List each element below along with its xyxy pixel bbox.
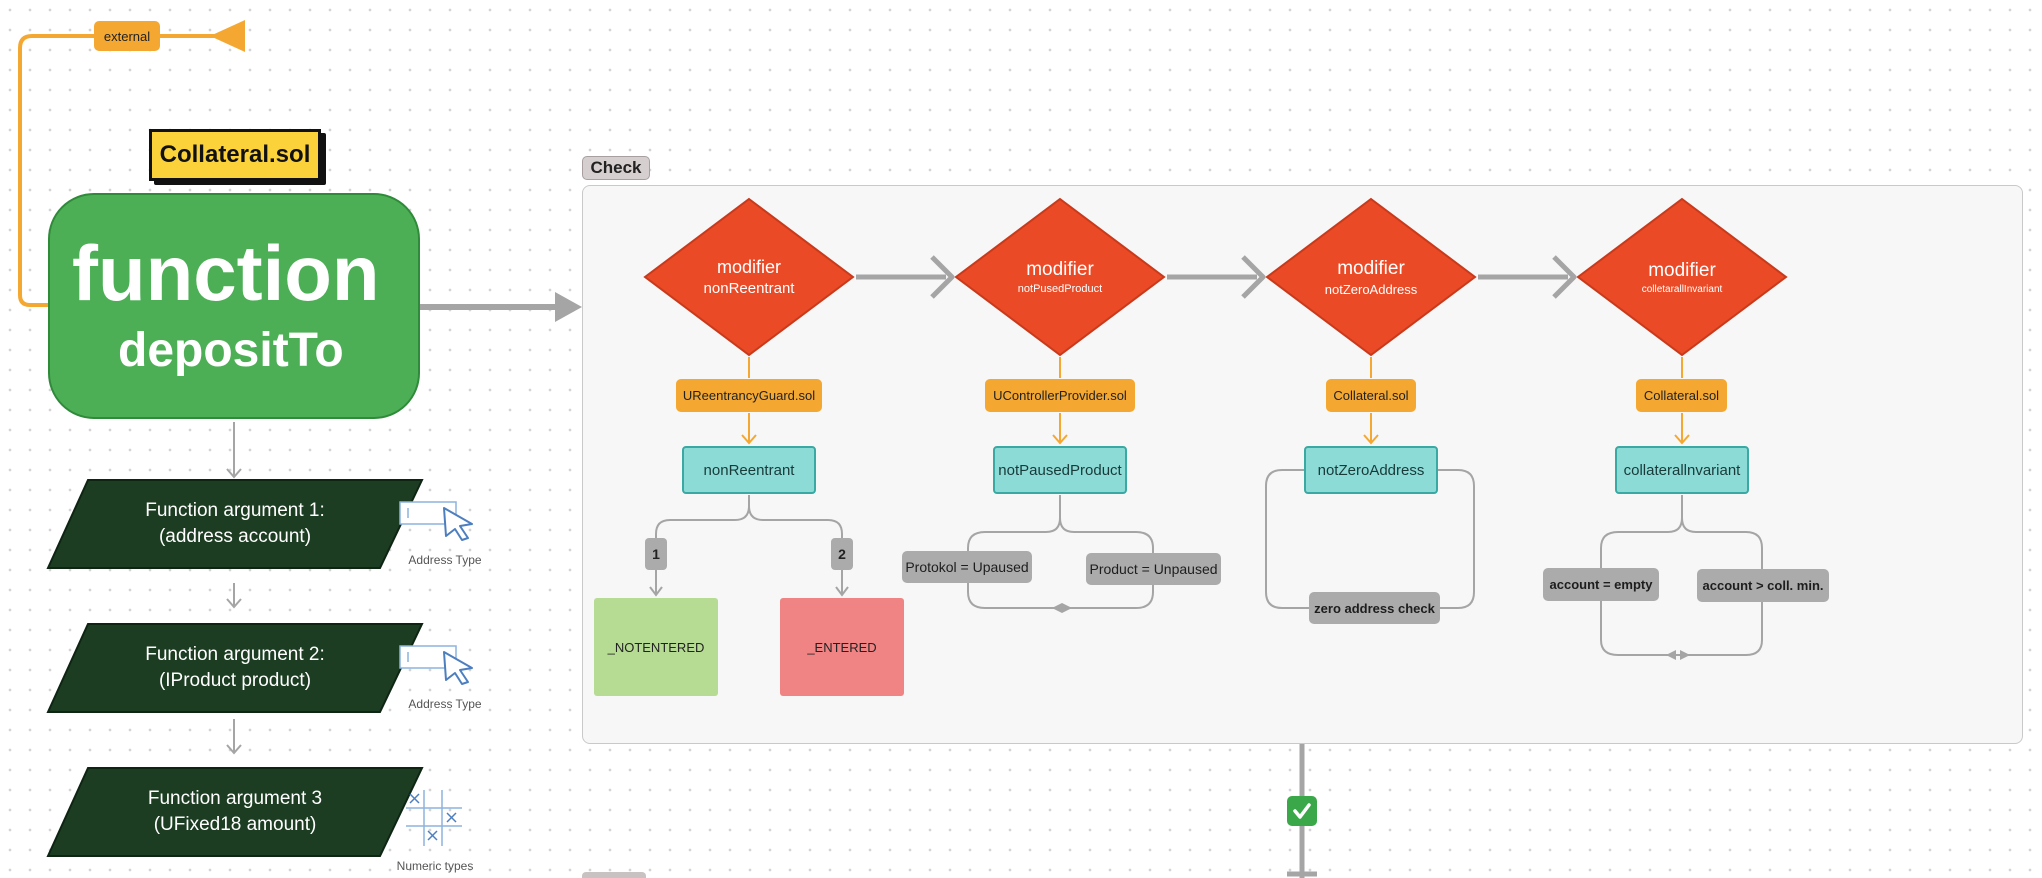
check-mark-glyph bbox=[1293, 803, 1311, 819]
external-tag: external bbox=[94, 21, 160, 51]
function-name: depositTo bbox=[118, 324, 344, 377]
modifier-4-title: modifier bbox=[1648, 259, 1716, 281]
modifier-2-text: modifier notPusedProduct bbox=[990, 247, 1130, 307]
modifier-1-impl-box[interactable]: nonReentrant bbox=[682, 446, 816, 494]
modifier-2-impl-box[interactable]: notPausedProduct bbox=[993, 446, 1127, 494]
zero-address-check[interactable]: zero address check bbox=[1309, 592, 1440, 624]
modifier-4-name: colletarallInvariant bbox=[1641, 283, 1723, 295]
modifier-1-name: nonReentrant bbox=[703, 280, 795, 297]
argument-2-node[interactable] bbox=[46, 622, 424, 714]
modifier-4-source-tag[interactable]: Collateral.sol bbox=[1636, 379, 1727, 412]
modifier-diamond-3[interactable] bbox=[1265, 197, 1477, 357]
check-mark-icon bbox=[1287, 796, 1317, 826]
function-node[interactable]: function depositTo bbox=[48, 193, 420, 419]
argument-3-caption: Numeric types bbox=[396, 859, 474, 873]
modifier-diamond-4[interactable] bbox=[1576, 197, 1788, 357]
modifier-1-source-tag[interactable]: UReentrancyGuard.sol bbox=[676, 379, 822, 412]
argument-arrows bbox=[226, 422, 242, 755]
argument-1-node[interactable] bbox=[46, 478, 424, 570]
function-to-check-arrowhead bbox=[555, 292, 582, 322]
protocol-unpaused-condition[interactable]: Protokol = Upaused bbox=[902, 551, 1032, 583]
argument-3-node[interactable] bbox=[46, 766, 424, 858]
modifier-2-name: notPusedProduct bbox=[1017, 283, 1103, 295]
argument-2-caption: Address Type bbox=[408, 697, 482, 711]
modifier-4-text: modifier colletarallInvariant bbox=[1612, 247, 1752, 307]
product-unpaused-condition[interactable]: Product = Unpaused bbox=[1086, 553, 1221, 585]
argument-1-text: Function argument 1: (address account) bbox=[86, 478, 384, 570]
argument-1-line1: Function argument 1: bbox=[145, 500, 325, 521]
argument-2-line1: Function argument 2: bbox=[145, 644, 325, 665]
argument-2-text: Function argument 2: (IProduct product) bbox=[86, 622, 384, 714]
not-entered-state[interactable]: _NOTENTERED bbox=[594, 598, 718, 696]
file-badge[interactable]: Collateral.sol bbox=[149, 129, 321, 181]
argument-3-text: Function argument 3 (UFixed18 amount) bbox=[86, 766, 384, 858]
branch-1-number: 1 bbox=[645, 538, 667, 570]
external-arrowhead bbox=[210, 20, 245, 52]
argument-3-line2: (UFixed18 amount) bbox=[153, 814, 317, 835]
modifier-2-source-tag[interactable]: UControllerProvider.sol bbox=[985, 379, 1135, 412]
modifier-3-title: modifier bbox=[1337, 257, 1405, 279]
account-min-condition[interactable]: account > coll. min. bbox=[1697, 569, 1829, 602]
argument-2-line2: (IProduct product) bbox=[158, 670, 312, 691]
argument-1-caption: Address Type bbox=[408, 553, 482, 567]
argument-3-line1: Function argument 3 bbox=[147, 788, 323, 809]
modifier-3-source-tag[interactable]: Collateral.sol bbox=[1326, 379, 1416, 412]
cursor-select-icon bbox=[399, 645, 473, 685]
modifier-3-name: notZeroAddress bbox=[1324, 281, 1418, 297]
next-group-tab bbox=[582, 872, 646, 878]
modifier-3-text: modifier notZeroAddress bbox=[1301, 247, 1441, 307]
external-loop-line bbox=[18, 34, 240, 307]
modifier-3-impl-box[interactable]: notZeroAddress bbox=[1304, 446, 1438, 494]
entered-state[interactable]: _ENTERED bbox=[780, 598, 904, 696]
account-empty-condition[interactable]: account = empty bbox=[1543, 568, 1659, 601]
branch-2-number: 2 bbox=[831, 538, 853, 570]
modifier-1-title: modifier bbox=[716, 257, 782, 277]
modifier-diamond-1[interactable] bbox=[643, 197, 855, 357]
function-keyword: function bbox=[72, 229, 380, 317]
argument-1-line2: (address account) bbox=[158, 526, 312, 547]
modifier-2-title: modifier bbox=[1026, 259, 1094, 280]
modifier-1-text: modifier nonReentrant bbox=[693, 237, 805, 317]
modifier-diamond-2[interactable] bbox=[954, 197, 1166, 357]
modifier-4-impl-box[interactable]: collaterallnvariant bbox=[1615, 446, 1749, 494]
tic-tac-toe-grid-icon bbox=[406, 790, 462, 846]
cursor-select-icon bbox=[399, 501, 473, 541]
check-group-label[interactable]: Check bbox=[582, 156, 650, 180]
